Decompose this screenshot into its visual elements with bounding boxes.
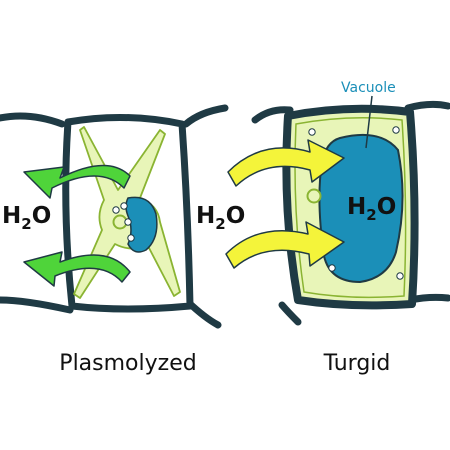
left-cell-granule xyxy=(127,234,135,242)
left-cell-granule xyxy=(124,218,132,226)
left-cell-granule xyxy=(112,206,120,214)
right-cell-granule xyxy=(308,128,316,136)
left-cell-vacuole xyxy=(125,196,158,253)
left-cell-wall-stubs xyxy=(0,104,229,329)
turgid-cell: Vacuole H2O xyxy=(251,80,450,326)
middle-water-label: H2O xyxy=(196,203,245,233)
arrow-out-lower xyxy=(23,251,131,287)
right-cell-wall-stubs xyxy=(251,100,450,326)
turgid-caption: Turgid xyxy=(323,351,391,376)
right-water-label: H2O xyxy=(347,194,396,224)
right-cell-granule xyxy=(328,264,336,272)
arrow-in-upper xyxy=(227,139,345,187)
left-cell-granule xyxy=(120,202,128,210)
plasmolyzed-cell: H2O xyxy=(0,104,229,329)
vacuole-label: Vacuole xyxy=(341,80,396,96)
vacuole-pointer xyxy=(365,95,373,149)
right-cell-granule xyxy=(396,272,404,280)
arrow-out-upper xyxy=(23,164,131,199)
right-cell-organelle xyxy=(306,188,322,204)
plasmolyzed-caption: Plasmolyzed xyxy=(59,351,196,376)
arrow-in-lower xyxy=(225,221,345,269)
left-water-label: H2O xyxy=(2,203,51,233)
right-cell-granule xyxy=(392,126,400,134)
